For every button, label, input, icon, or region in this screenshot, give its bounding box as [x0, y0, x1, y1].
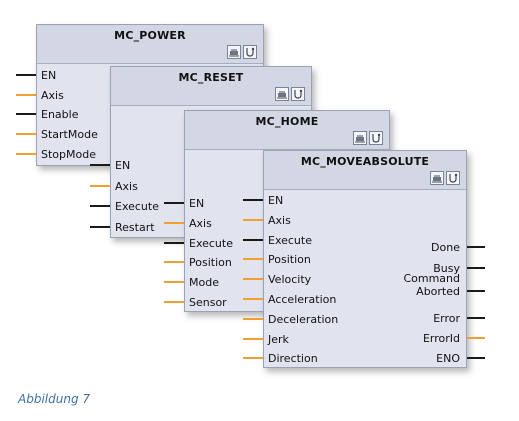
- input-pin-axis: Axis: [41, 88, 64, 102]
- output-pin-errorid: ErrorId: [422, 332, 460, 345]
- input-wire: [16, 152, 36, 155]
- block-header: MC_RESET: [111, 67, 311, 106]
- block-config-icon[interactable]: [446, 171, 460, 185]
- input-pin-acceleration: Acceleration: [268, 293, 337, 306]
- input-pin-position: Position: [268, 253, 311, 267]
- input-pin-jerk: Jerk: [268, 332, 289, 346]
- block-header: MC_HOME: [185, 111, 389, 150]
- input-wire: [16, 113, 36, 116]
- input-wire: [90, 184, 110, 187]
- input-pin-execute: Execute: [268, 233, 312, 247]
- output-pin-busy: Busy: [433, 262, 460, 275]
- input-pin-direction: Direction: [268, 352, 318, 366]
- input-pin-en: EN: [189, 197, 205, 210]
- input-pin-deceleration: Deceleration: [268, 312, 339, 326]
- input-pin-axis: Axis: [268, 213, 291, 227]
- output-wire: [467, 246, 485, 248]
- input-wire: [243, 258, 263, 261]
- block-header: MC_MOVEABSOLUTE: [264, 151, 466, 190]
- input-pin-stopmode: StopMode: [41, 147, 96, 161]
- input-wire: [90, 164, 110, 166]
- block-param-icon[interactable]: [430, 171, 444, 185]
- input-wire: [243, 238, 263, 241]
- block-config-icon[interactable]: [369, 131, 383, 145]
- input-pin-position: Position: [189, 256, 232, 270]
- input-pin-sensor: Sensor: [189, 296, 227, 309]
- block-title: MC_POWER: [114, 29, 186, 42]
- input-pin-execute: Execute: [189, 236, 233, 250]
- input-pin-en: EN: [115, 159, 131, 172]
- input-wire: [16, 133, 36, 136]
- output-wire: [467, 290, 485, 292]
- input-wire: [243, 199, 263, 201]
- block-param-icon[interactable]: [353, 131, 367, 145]
- input-wire: [164, 202, 184, 204]
- figure-caption: Abbildung 7: [18, 392, 91, 406]
- input-wire: [243, 317, 263, 320]
- input-pin-en: EN: [41, 69, 57, 82]
- input-wire: [164, 221, 184, 224]
- input-wire: [164, 301, 184, 303]
- input-pin-en: EN: [268, 194, 284, 207]
- input-wire: [164, 261, 184, 264]
- input-wire: [243, 357, 263, 360]
- input-wire: [243, 337, 263, 340]
- output-wire: [467, 337, 485, 339]
- input-wire: [164, 281, 184, 284]
- input-wire: [243, 278, 263, 281]
- block-title: MC_MOVEABSOLUTE: [300, 155, 430, 168]
- input-wire: [243, 298, 263, 300]
- input-pin-enable: Enable: [41, 108, 79, 122]
- block-param-icon[interactable]: [227, 45, 241, 59]
- output-pin-error: Error: [433, 312, 460, 325]
- input-pin-axis: Axis: [189, 216, 212, 230]
- input-wire: [16, 93, 36, 96]
- input-pin-restart: Restart: [115, 220, 155, 234]
- input-wire: [16, 74, 36, 76]
- input-pin-mode: Mode: [189, 276, 219, 290]
- block-param-icon[interactable]: [275, 87, 289, 101]
- output-pin-eno: ENO: [436, 352, 460, 365]
- block-title: MC_HOME: [255, 115, 319, 128]
- block-config-icon[interactable]: [243, 45, 257, 59]
- input-pin-velocity: Velocity: [268, 273, 312, 287]
- output-pin-command-aborted: Command Aborted: [403, 272, 460, 298]
- input-pin-startmode: StartMode: [41, 128, 98, 142]
- output-pin-done: Done: [431, 241, 460, 254]
- block-title: MC_RESET: [178, 71, 244, 84]
- block-header: MC_POWER: [37, 25, 263, 64]
- input-wire: [164, 241, 184, 244]
- input-wire: [243, 218, 263, 221]
- input-wire: [90, 205, 110, 207]
- output-wire: [467, 317, 485, 319]
- block-config-icon[interactable]: [291, 87, 305, 101]
- output-wire: [467, 267, 485, 269]
- input-pin-execute: Execute: [115, 200, 159, 213]
- input-wire: [90, 225, 110, 228]
- input-pin-axis: Axis: [115, 179, 138, 193]
- output-wire: [467, 357, 485, 359]
